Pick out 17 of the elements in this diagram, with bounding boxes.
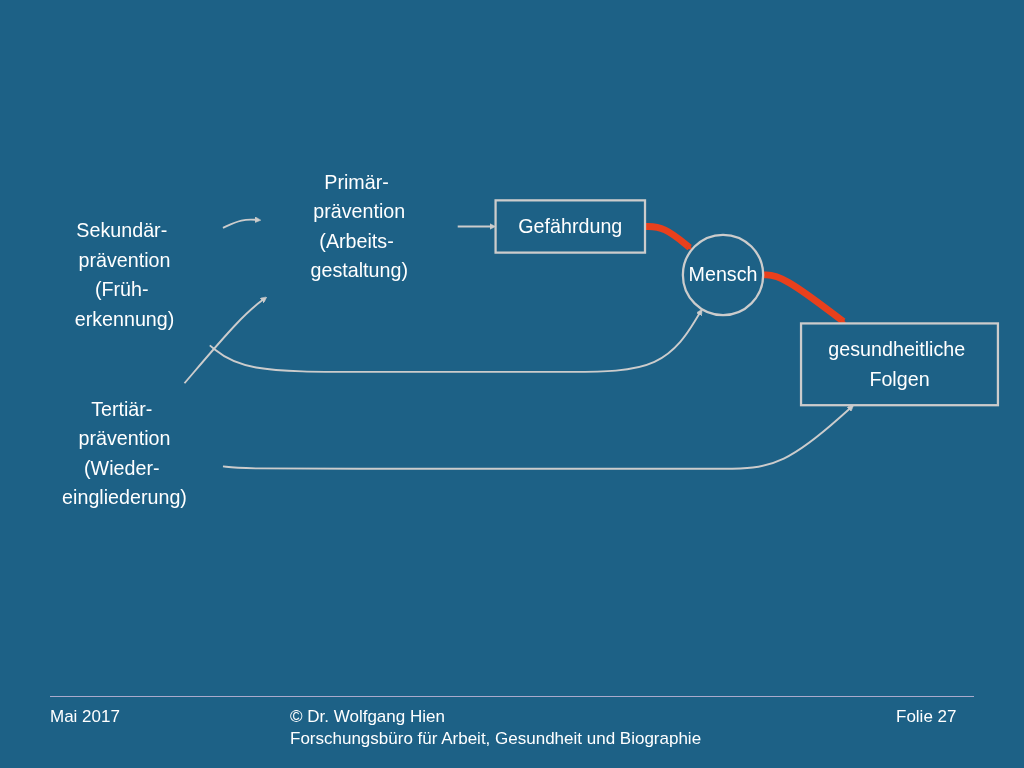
- footer-text: © Dr. Wolfgang Hien: [290, 707, 445, 727]
- arrow: [644, 223, 693, 251]
- arrow: [183, 296, 268, 385]
- footer-text: Mai 2017: [50, 707, 120, 727]
- node-box: Gefährdung: [494, 199, 647, 254]
- node-box: gesundheitliche Folgen: [799, 322, 1000, 407]
- footer-text: Forschungsbüro für Arbeit, Gesundheit und Biographie: [290, 729, 702, 749]
- node-text: Tertiär- prävention (Wieder- eingliederung): [62, 397, 187, 509]
- arrow: [208, 308, 703, 373]
- node-text: Primär- prävention (Arbeits- gestaltung): [310, 170, 408, 282]
- arrow: [222, 404, 854, 470]
- node-text: Sekundär- prävention (Früh- erkennung): [74, 218, 175, 331]
- footer-text: Folie 27: [896, 707, 957, 727]
- arrow: [456, 223, 496, 230]
- node-circle: Mensch: [681, 233, 765, 317]
- arrow: [762, 271, 847, 325]
- arrow: [222, 216, 262, 229]
